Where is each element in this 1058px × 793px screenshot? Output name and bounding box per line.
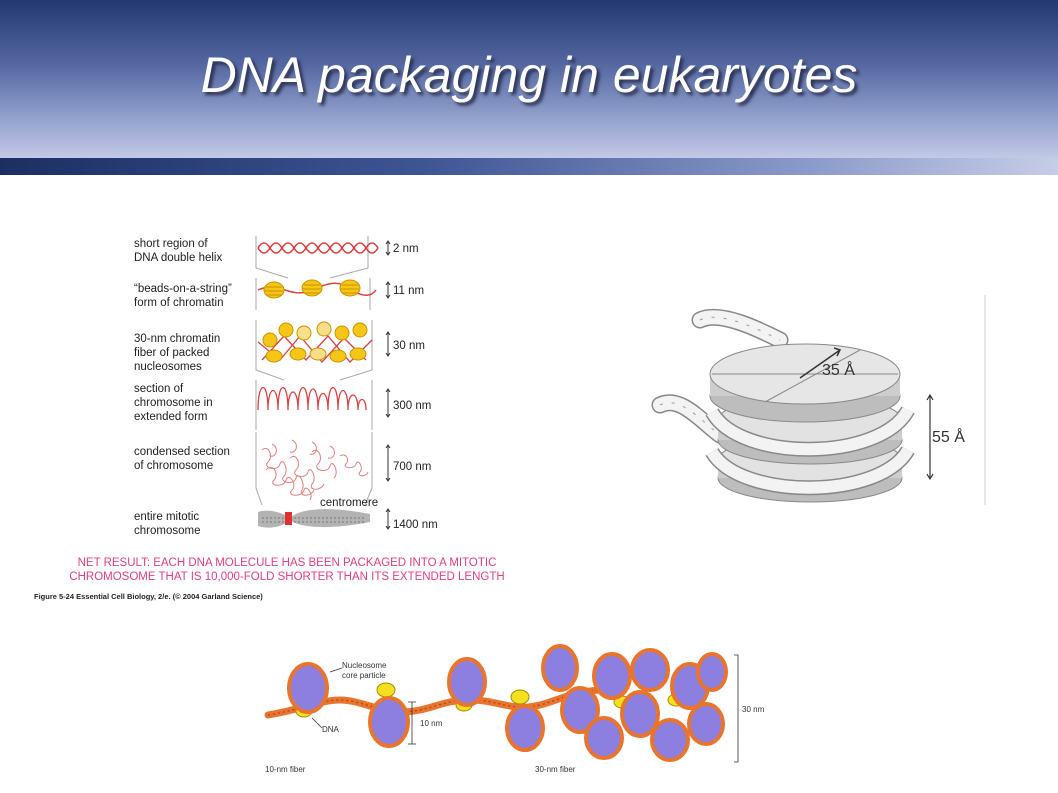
stage-4-label-line-2: chromosome in xyxy=(134,397,213,409)
nucleosome-bead xyxy=(263,281,285,299)
thirty-nm-fiber xyxy=(257,321,373,363)
funnel-lines xyxy=(255,236,373,506)
stage-1-label-line-2: DNA double helix xyxy=(134,252,222,264)
nucleosome-bead xyxy=(301,279,323,297)
nucleosome-cores xyxy=(287,644,728,762)
dna-wrap-strand xyxy=(651,308,789,444)
mitotic-chromosome xyxy=(258,509,370,528)
stage-1-label-line-1: short region of xyxy=(134,238,208,250)
core-particle-label-line-1: Nucleosome xyxy=(342,661,387,670)
slide-title: DNA packaging in eukaryotes xyxy=(200,47,858,103)
height-label: 55 Å xyxy=(932,427,965,446)
extended-chromosome-loops xyxy=(257,387,367,411)
size-11nm: 11 nm xyxy=(393,285,424,297)
size-1400nm: 1400 nm xyxy=(393,519,438,531)
dna-double-helix xyxy=(257,242,379,254)
fiber-10nm-label: 10-nm fiber xyxy=(265,765,306,774)
figure-caption: Figure 5-24 Essential Cell Biology, 2/e.… xyxy=(34,592,263,601)
nucleosome-bead xyxy=(339,279,361,297)
stage-5-label-line-1: condensed section xyxy=(134,446,230,458)
thirty-nm-label: 30 nm xyxy=(742,705,765,714)
ten-nm-label: 10 nm xyxy=(420,719,443,728)
stage-3-label-line-2: fiber of packed xyxy=(134,347,209,359)
condensed-chromosome-section xyxy=(261,439,369,501)
stage-labels: short region of DNA double helix “beads-… xyxy=(134,238,232,537)
stage-3-label-line-3: nucleosomes xyxy=(134,361,202,373)
header-accent-bar xyxy=(0,158,1058,175)
dimension-arrows xyxy=(385,240,391,530)
core-particle-label-line-2: core particle xyxy=(342,671,386,680)
stage-6-label-line-1: entire mitotic xyxy=(134,511,199,523)
stage-4-label-line-3: extended form xyxy=(134,411,208,423)
stage-2-label-line-2: form of chromatin xyxy=(134,297,223,309)
fiber-diagram: Nucleosome core particle DNA 10 nm 30 nm… xyxy=(264,644,765,774)
size-700nm: 700 nm xyxy=(393,461,431,473)
stage-4-label-line-1: section of xyxy=(134,383,184,395)
net-result-line-1: NET RESULT: EACH DNA MOLECULE HAS BEEN P… xyxy=(78,557,497,569)
size-300nm: 300 nm xyxy=(393,400,431,412)
stage-2-label-line-1: “beads-on-a-string” xyxy=(134,283,232,295)
size-30nm: 30 nm xyxy=(393,340,425,352)
packaging-levels-figure: short region of DNA double helix “beads-… xyxy=(34,236,505,601)
stage-6-label-line-2: chromosome xyxy=(134,525,200,537)
slide-header xyxy=(0,0,1058,158)
dna-label: DNA xyxy=(322,725,340,734)
centromere-label: centromere xyxy=(320,497,378,509)
stage-5-label-line-2: of chromosome xyxy=(134,460,213,472)
nucleosome-dimension-model: 35 Å 55 Å xyxy=(651,295,986,505)
stage-3-label-line-1: 30-nm chromatin xyxy=(134,333,220,345)
centromere-marker xyxy=(285,512,292,525)
diameter-label: 35 Å xyxy=(822,360,855,379)
beads-on-a-string xyxy=(257,279,377,299)
fiber-30nm-label: 30-nm fiber xyxy=(535,765,576,774)
size-2nm: 2 nm xyxy=(393,243,419,255)
net-result-line-2: CHROMOSOME THAT IS 10,000-FOLD SHORTER T… xyxy=(69,571,504,583)
